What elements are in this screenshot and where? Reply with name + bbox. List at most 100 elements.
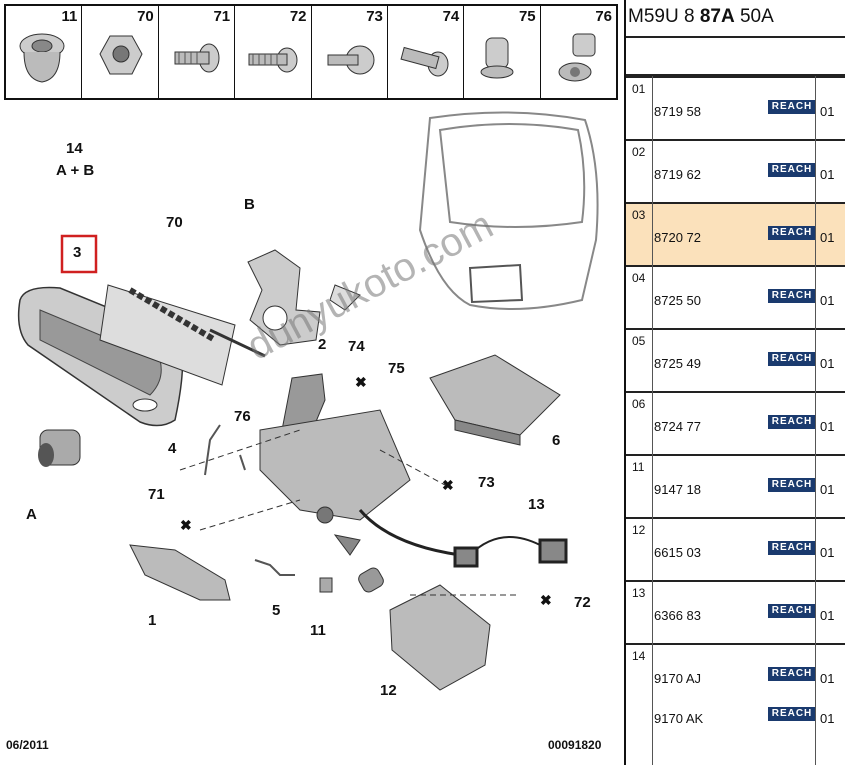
callout-71: 71 <box>148 486 165 503</box>
latch-part[interactable] <box>259 373 411 556</box>
part-quantity: 01 <box>820 230 835 245</box>
thumbnail-73[interactable]: 73 <box>312 6 388 98</box>
callout-3: 3 <box>73 244 82 261</box>
parts-list-row[interactable]: 05 8725 49 REACH 01 <box>626 328 845 391</box>
part-reference[interactable]: 8720 72 <box>654 230 701 245</box>
row-position: 13 <box>632 586 646 600</box>
part-reference[interactable]: 8725 50 <box>654 293 701 308</box>
reach-badge: REACH <box>768 226 816 240</box>
thumbnail-number: 75 <box>518 8 536 25</box>
thumbnail-number: 70 <box>137 8 154 25</box>
part-reference[interactable]: 8725 49 <box>654 356 701 371</box>
rod-part-5[interactable] <box>254 559 295 576</box>
tailgate-outline <box>418 111 599 310</box>
row-position: 05 <box>632 334 646 348</box>
thumbnail-11[interactable]: 11 <box>6 6 83 98</box>
screw-icon <box>174 43 220 73</box>
part-reference[interactable]: 9170 AK <box>654 711 704 726</box>
screw-icon <box>248 47 298 73</box>
callout-b: B <box>244 196 255 213</box>
part-quantity: 01 <box>820 545 835 560</box>
bracket-b-part[interactable] <box>247 249 361 346</box>
panel-title: M59U 8 87A 50A <box>628 6 774 27</box>
callout-6: 6 <box>552 432 561 449</box>
grommet-icon <box>19 33 65 83</box>
column-divider <box>815 76 816 765</box>
callout-a: A <box>26 506 37 523</box>
row-position: 04 <box>632 271 646 285</box>
bracket-clip-icon <box>558 33 596 82</box>
thumbnail-number: 11 <box>61 8 78 25</box>
parts-list-row[interactable]: 01 8719 58 REACH 01 <box>626 76 845 139</box>
thumbnail-number: 76 <box>595 8 612 25</box>
svg-text:✖: ✖ <box>540 592 552 608</box>
column-divider <box>652 76 653 765</box>
part-quantity: 01 <box>820 671 835 686</box>
reach-badge: REACH <box>768 604 816 618</box>
svg-text:✖: ✖ <box>355 374 367 390</box>
title-divider <box>626 36 845 38</box>
svg-text:✖: ✖ <box>442 477 454 493</box>
nut-icon <box>99 35 143 75</box>
callout-74: 74 <box>348 338 365 355</box>
part-reference[interactable]: 8719 58 <box>654 104 701 119</box>
callout-13: 13 <box>528 496 545 513</box>
svg-text:✖: ✖ <box>180 517 192 533</box>
part-reference[interactable]: 9170 AJ <box>654 671 701 686</box>
callout-75: 75 <box>388 360 405 377</box>
clip-icon <box>480 37 514 79</box>
callout-73: 73 <box>478 474 495 491</box>
callout-2: 2 <box>318 336 327 353</box>
part-reference[interactable]: 6366 83 <box>654 608 701 623</box>
parts-list-row[interactable]: 03 8720 72 REACH 01 <box>626 202 845 265</box>
callout-14: 14 <box>66 140 83 157</box>
actuator-part[interactable] <box>429 354 561 446</box>
part-quantity: 01 <box>820 711 835 726</box>
part-reference[interactable]: 9147 18 <box>654 482 701 497</box>
callout-70: 70 <box>166 214 183 231</box>
release-lever-part-1[interactable] <box>129 544 231 601</box>
callout-12: 12 <box>380 682 397 699</box>
thumbnail-number: 71 <box>213 8 231 25</box>
highlight-box <box>60 234 98 274</box>
clip-part-11[interactable] <box>319 577 333 593</box>
cable-part[interactable] <box>358 509 568 568</box>
screw-icon <box>400 46 449 77</box>
callout-1: 1 <box>148 612 157 629</box>
row-position: 06 <box>632 397 646 411</box>
thumbnail-number: 72 <box>289 8 307 25</box>
thumbnail-74[interactable]: 74 <box>388 6 465 98</box>
callout-14-sub: A + B <box>56 162 95 179</box>
thumbnail-75[interactable]: 75 <box>464 6 541 98</box>
part-quantity: 01 <box>820 167 835 182</box>
rod-part-4[interactable] <box>204 424 246 476</box>
row-position: 01 <box>632 82 646 96</box>
thumbnail-71[interactable]: 71 <box>159 6 236 98</box>
row-position: 14 <box>632 649 646 663</box>
reach-badge: REACH <box>768 100 816 114</box>
part-reference[interactable]: 6615 03 <box>654 545 701 560</box>
part-quantity: 01 <box>820 104 835 119</box>
handle-mechanism-part[interactable] <box>99 284 266 386</box>
parts-list-panel <box>624 0 845 765</box>
reach-badge: REACH <box>768 707 816 721</box>
reach-badge: REACH <box>768 478 816 492</box>
row-position: 03 <box>632 208 646 222</box>
part-reference[interactable]: 8724 77 <box>654 419 701 434</box>
thumbnail-72[interactable]: 72 <box>235 6 312 98</box>
lock-motor-part[interactable] <box>356 566 491 691</box>
reach-badge: REACH <box>768 352 816 366</box>
thumbnail-number: 73 <box>366 8 383 25</box>
thumbnail-76[interactable]: 76 <box>541 6 616 98</box>
part-quantity: 01 <box>820 356 835 371</box>
part-reference[interactable]: 8719 62 <box>654 167 701 182</box>
lock-cylinder-part[interactable] <box>38 429 81 467</box>
thumbnail-70[interactable]: 70 <box>82 6 159 98</box>
